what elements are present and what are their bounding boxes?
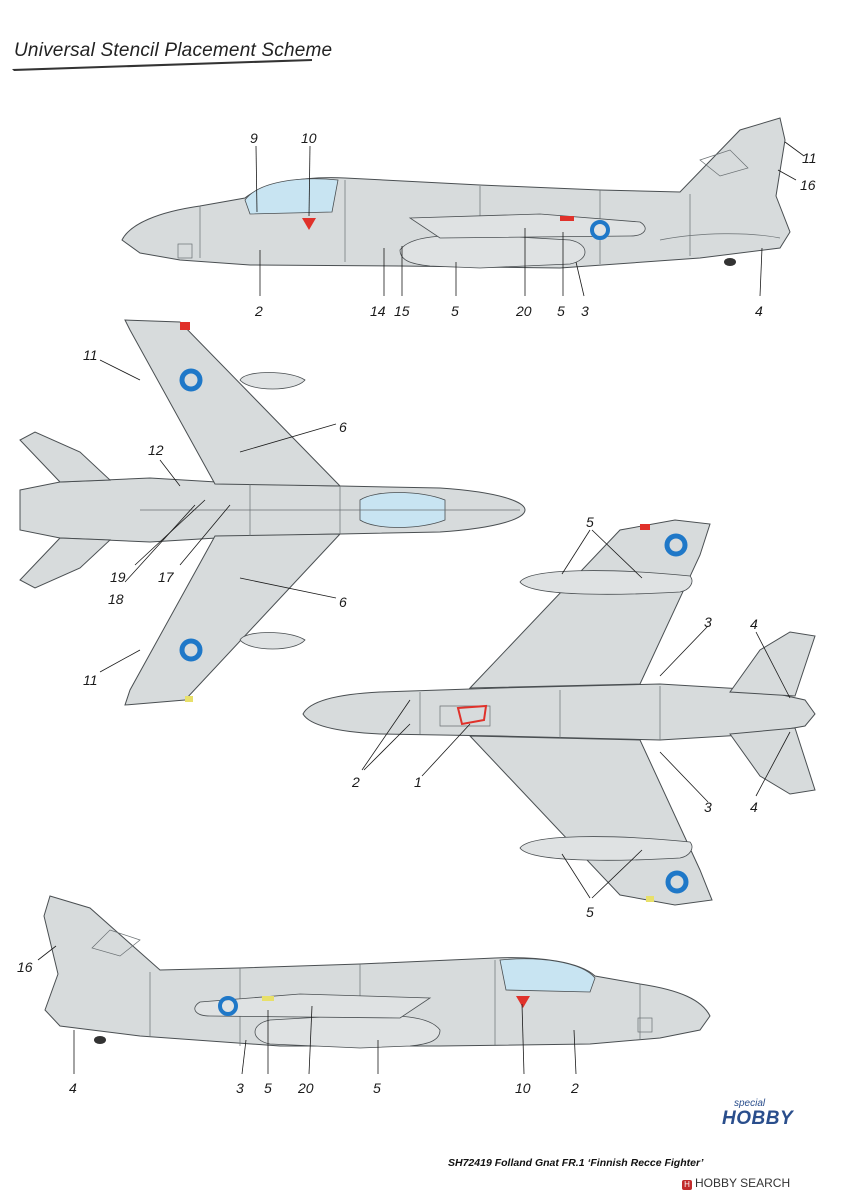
title-underline [12, 59, 312, 71]
callout-14: 14 [370, 303, 386, 319]
callout-5: 5 [451, 303, 459, 319]
stencil-red-triangle [302, 218, 316, 230]
callout-4: 4 [755, 303, 763, 319]
callout-10: 10 [301, 130, 317, 146]
view-left-side: 9 10 11 16 2 14 15 5 20 5 3 4 [121, 117, 817, 319]
callout-18: 18 [108, 591, 124, 607]
hobbysearch-icon: H [682, 1180, 692, 1190]
callout-3: 3 [704, 614, 712, 630]
callout-5: 5 [586, 514, 594, 530]
callout-2: 2 [570, 1080, 579, 1096]
watermark-text: HOBBY SEARCH [695, 1176, 791, 1190]
callout-10: 10 [515, 1080, 531, 1096]
special-hobby-logo: special HOBBY [722, 1098, 794, 1132]
callout-4: 4 [69, 1080, 77, 1096]
callout-3: 3 [581, 303, 589, 319]
callout-11: 11 [802, 150, 817, 166]
page-title: Universal Stencil Placement Scheme [14, 40, 333, 61]
callout-12: 12 [148, 442, 164, 458]
callout-4: 4 [750, 616, 758, 632]
view-top: 11 6 12 19 17 18 6 11 [19, 319, 526, 706]
callout-3: 3 [236, 1080, 244, 1096]
callout-2: 2 [351, 774, 360, 790]
callout-5: 5 [373, 1080, 381, 1096]
callout-9: 9 [250, 130, 258, 146]
callout-20: 20 [515, 303, 532, 319]
callout-16: 16 [17, 959, 33, 975]
callout-19: 19 [110, 569, 126, 585]
view-right-side: 16 4 3 5 20 5 10 2 [17, 895, 711, 1096]
callout-6: 6 [339, 419, 347, 435]
brand-special: special [734, 1098, 766, 1109]
callout-1: 1 [414, 774, 422, 790]
callout-11: 11 [83, 347, 98, 363]
callout-5: 5 [586, 904, 594, 920]
callout-20: 20 [297, 1080, 314, 1096]
kit-caption: SH72419 Folland Gnat FR.1 ‘Finnish Recce… [448, 1157, 704, 1169]
callout-11: 11 [83, 672, 98, 688]
callout-15: 15 [394, 303, 410, 319]
callout-4: 4 [750, 799, 758, 815]
stencil-red-hatch [456, 704, 488, 726]
callout-5: 5 [557, 303, 565, 319]
brand-hobby: HOBBY [722, 1108, 794, 1129]
view-bottom: 5 3 4 2 1 3 4 5 [302, 514, 816, 920]
callout-3: 3 [704, 799, 712, 815]
callout-2: 2 [254, 303, 263, 319]
callout-6: 6 [339, 594, 347, 610]
stencil-red-triangle [516, 996, 530, 1008]
callout-16: 16 [800, 177, 816, 193]
callout-5: 5 [264, 1080, 272, 1096]
callout-17: 17 [158, 569, 175, 585]
